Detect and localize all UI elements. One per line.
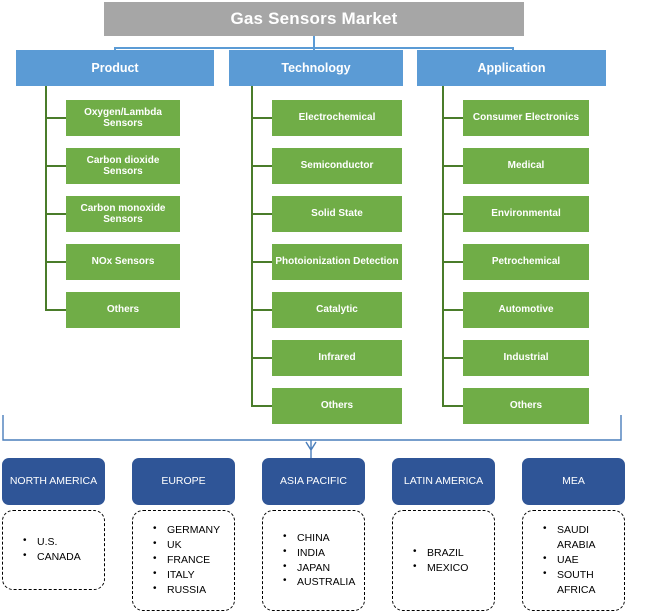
- region-header-europe[interactable]: EUROPE: [132, 458, 235, 505]
- leaf-application-5[interactable]: Industrial: [463, 340, 589, 376]
- region-header-asia-pacific[interactable]: ASIA PACIFIC: [262, 458, 365, 505]
- list-item: UAE: [543, 552, 622, 568]
- leaf-product-3[interactable]: NOx Sensors: [66, 244, 180, 280]
- technology-branch-0: [251, 117, 272, 119]
- list-item: BRAZIL: [413, 545, 492, 561]
- list-item: CHINA: [283, 530, 362, 546]
- region-countries-asia-pacific: CHINA INDIA JAPAN AUSTRALIA: [262, 510, 365, 611]
- root-drop-technology: [313, 47, 315, 51]
- region-countries-latin-america: BRAZIL MEXICO: [392, 510, 495, 611]
- country-list: GERMANY UK FRANCE ITALY RUSSIA: [139, 522, 232, 598]
- leaf-product-4[interactable]: Others: [66, 292, 180, 328]
- leaf-technology-6[interactable]: Others: [272, 388, 402, 424]
- product-branch-4: [45, 309, 66, 311]
- leaf-technology-0[interactable]: Electrochemical: [272, 100, 402, 136]
- application-spine-connector: [442, 86, 444, 405]
- application-branch-2: [442, 213, 463, 215]
- leaf-product-1[interactable]: Carbon dioxide Sensors: [66, 148, 180, 184]
- application-branch-1: [442, 165, 463, 167]
- region-countries-mea: SAUDI ARABIA UAE SOUTH AFRICA: [522, 510, 625, 611]
- technology-spine-connector: [251, 86, 253, 405]
- country-list: BRAZIL MEXICO: [399, 545, 492, 576]
- list-item: RUSSIA: [153, 582, 232, 598]
- product-branch-2: [45, 213, 66, 215]
- product-spine-connector: [45, 86, 47, 309]
- root-drop-product: [114, 47, 116, 51]
- technology-branch-1: [251, 165, 272, 167]
- leaf-application-0[interactable]: Consumer Electronics: [463, 100, 589, 136]
- technology-branch-2: [251, 213, 272, 215]
- leaf-application-3[interactable]: Petrochemical: [463, 244, 589, 280]
- list-item: SAUDI ARABIA: [543, 522, 622, 553]
- list-item: JAPAN: [283, 560, 362, 576]
- country-list: CHINA INDIA JAPAN AUSTRALIA: [269, 530, 362, 591]
- leaf-technology-4[interactable]: Catalytic: [272, 292, 402, 328]
- application-branch-5: [442, 357, 463, 359]
- category-header-application[interactable]: Application: [417, 50, 606, 86]
- root-drop-application: [512, 47, 514, 51]
- country-list: U.S. CANADA: [9, 534, 102, 565]
- leaf-application-1[interactable]: Medical: [463, 148, 589, 184]
- application-branch-6: [442, 405, 463, 407]
- region-header-mea[interactable]: MEA: [522, 458, 625, 505]
- technology-branch-5: [251, 357, 272, 359]
- category-header-product[interactable]: Product: [16, 50, 214, 86]
- list-item: CANADA: [23, 549, 102, 565]
- category-header-technology[interactable]: Technology: [229, 50, 403, 86]
- leaf-technology-1[interactable]: Semiconductor: [272, 148, 402, 184]
- application-branch-4: [442, 309, 463, 311]
- application-branch-0: [442, 117, 463, 119]
- technology-branch-6: [251, 405, 272, 407]
- region-header-north-america[interactable]: NORTH AMERICA: [2, 458, 105, 505]
- product-branch-1: [45, 165, 66, 167]
- leaf-technology-3[interactable]: Photoionization Detection: [272, 244, 402, 280]
- leaf-technology-5[interactable]: Infrared: [272, 340, 402, 376]
- list-item: U.S.: [23, 534, 102, 550]
- leaf-technology-2[interactable]: Solid State: [272, 196, 402, 232]
- country-list: SAUDI ARABIA UAE SOUTH AFRICA: [529, 522, 622, 598]
- application-branch-3: [442, 261, 463, 263]
- product-branch-0: [45, 117, 66, 119]
- technology-branch-4: [251, 309, 272, 311]
- list-item: UK: [153, 537, 232, 553]
- diagram-title: Gas Sensors Market: [104, 2, 524, 36]
- leaf-application-4[interactable]: Automotive: [463, 292, 589, 328]
- list-item: FRANCE: [153, 552, 232, 568]
- leaf-application-2[interactable]: Environmental: [463, 196, 589, 232]
- list-item: AUSTRALIA: [283, 574, 362, 590]
- leaf-application-6[interactable]: Others: [463, 388, 589, 424]
- region-header-latin-america[interactable]: LATIN AMERICA: [392, 458, 495, 505]
- product-branch-3: [45, 261, 66, 263]
- region-countries-north-america: U.S. CANADA: [2, 510, 105, 590]
- leaf-product-0[interactable]: Oxygen/Lambda Sensors: [66, 100, 180, 136]
- technology-branch-3: [251, 261, 272, 263]
- list-item: GERMANY: [153, 522, 232, 538]
- root-stem-connector: [313, 36, 315, 48]
- list-item: ITALY: [153, 567, 232, 583]
- list-item: INDIA: [283, 545, 362, 561]
- region-countries-europe: GERMANY UK FRANCE ITALY RUSSIA: [132, 510, 235, 611]
- list-item: MEXICO: [413, 560, 492, 576]
- leaf-product-2[interactable]: Carbon monoxide Sensors: [66, 196, 180, 232]
- list-item: SOUTH AFRICA: [543, 567, 622, 598]
